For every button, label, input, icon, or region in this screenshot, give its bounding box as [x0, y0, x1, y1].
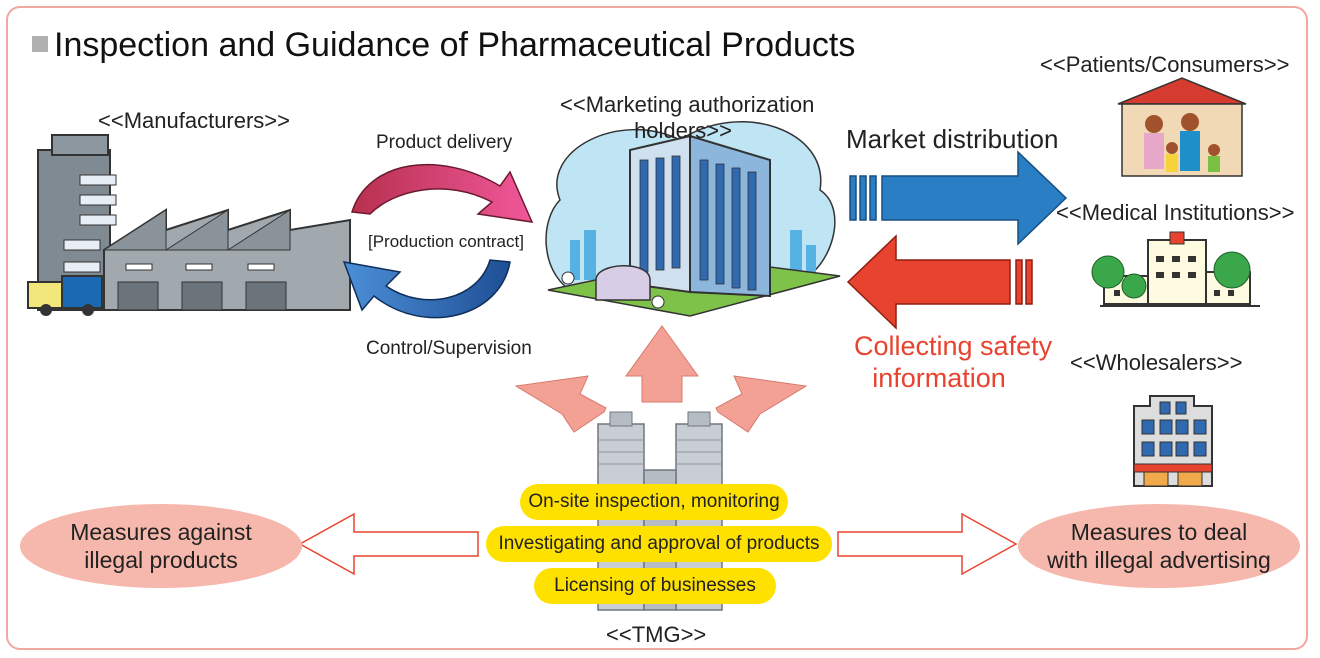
- tmg-arrow-up-left: [514, 375, 607, 433]
- diagram-title: Inspection and Guidance of Pharmaceutica…: [32, 26, 855, 65]
- product-delivery-label: Product delivery: [376, 132, 513, 153]
- tmg-arrow-up-right: [715, 375, 808, 433]
- product-delivery-arrow: [351, 163, 534, 223]
- wholesaler-building-icon: [1133, 395, 1213, 487]
- market-distribution-arrow: [849, 150, 1068, 246]
- patients-consumers-label: <<Patients/Consumers>>: [1040, 52, 1290, 77]
- measures-illegal-ads-line2: with illegal advertising: [1047, 547, 1271, 573]
- marketing-holders-line2: holders>>: [634, 118, 732, 143]
- measures-illegal-products-line2: illegal products: [84, 547, 238, 573]
- control-supervision-arrow: [342, 259, 511, 319]
- tmg-arrow-up: [625, 325, 699, 403]
- safety-information-arrow: [846, 234, 1033, 330]
- measures-illegal-products-line1: Measures against: [70, 519, 252, 545]
- factory-icon: [27, 134, 351, 316]
- arrow-to-illegal-advertising: [837, 512, 1018, 576]
- arrow-to-illegal-products: [298, 512, 479, 576]
- action-pill-licensing: Licensing of businesses: [534, 568, 776, 604]
- wholesalers-label: <<Wholesalers>>: [1070, 350, 1243, 375]
- action-pill-investigation: Investigating and approval of products: [486, 526, 832, 562]
- manufacturers-label: <<Manufacturers>>: [98, 108, 291, 133]
- market-distribution-label: Market distribution: [846, 124, 1059, 154]
- marketing-holders-line1: <<Marketing authorization: [560, 92, 815, 117]
- diagram-frame: [6, 6, 1308, 650]
- action-pill-inspection: On-site inspection, monitoring: [520, 484, 788, 520]
- tmg-label: <<TMG>>: [606, 622, 707, 647]
- office-building-icon: [545, 121, 841, 317]
- collecting-safety-line1: Collecting safety: [854, 331, 1053, 361]
- medical-institutions-label: <<Medical Institutions>>: [1056, 200, 1295, 225]
- hospital-icon: [1091, 231, 1260, 307]
- family-house-icon: [1117, 77, 1247, 177]
- production-contract-label: [Production contract]: [368, 232, 524, 251]
- collecting-safety-line2: information: [872, 363, 1006, 393]
- diagram-title-text: Inspection and Guidance of Pharmaceutica…: [54, 26, 856, 64]
- measures-illegal-ads-line1: Measures to deal: [1070, 519, 1248, 545]
- control-supervision-label: Control/Supervision: [366, 338, 532, 359]
- title-bullet-icon: [32, 36, 48, 52]
